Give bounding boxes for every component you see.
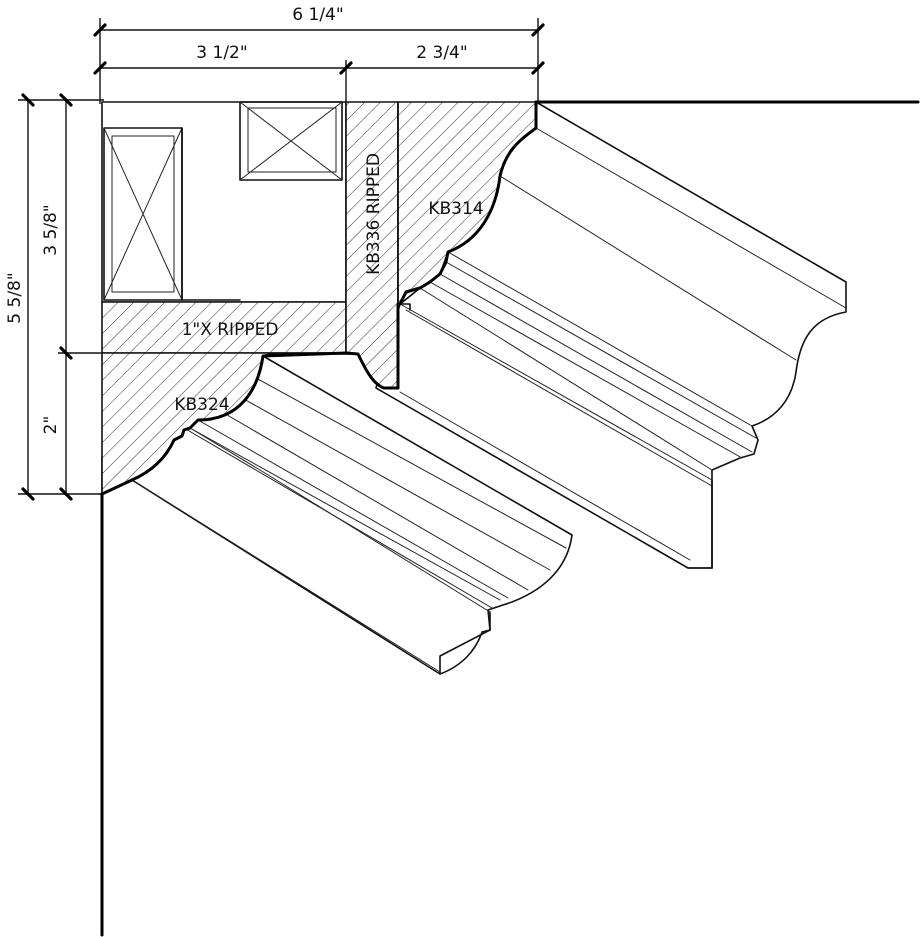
vertical-board-label: KB336 RIPPED <box>364 153 384 275</box>
profile-outlines <box>100 100 538 496</box>
dim-left-width: 3 1/2" <box>196 43 247 63</box>
dim-right-width: 2 3/4" <box>416 43 467 63</box>
ripped-board-label: 1"X RIPPED <box>182 320 279 340</box>
blocking-section <box>101 101 347 303</box>
lower-molding-label: KB324 <box>174 395 229 415</box>
dim-upper-height: 3 5/8" <box>41 204 61 255</box>
lower-molding-body <box>101 355 573 675</box>
dim-overall-height: 5 5/8" <box>5 272 25 323</box>
dim-lower-height: 2" <box>41 416 61 435</box>
wall-ceiling-lines <box>100 100 920 937</box>
upper-molding-label: KB314 <box>428 199 483 219</box>
upper-molding-body <box>375 101 847 569</box>
dimension-lines <box>18 18 545 501</box>
dim-overall-width: 6 1/4" <box>292 5 343 25</box>
